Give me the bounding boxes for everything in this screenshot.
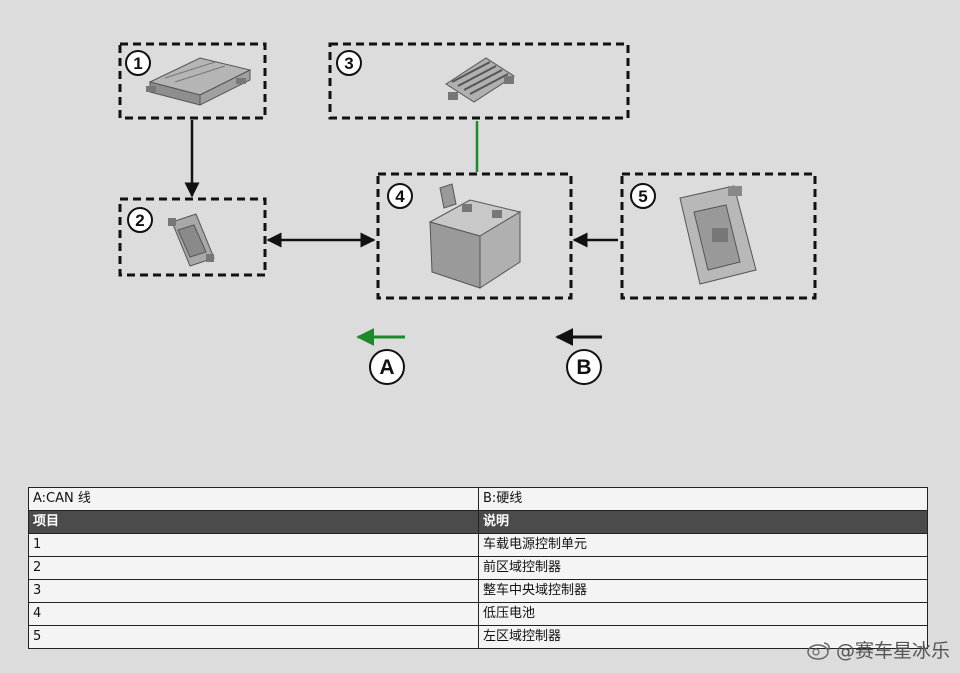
power-control-unit-icon bbox=[146, 57, 252, 106]
table-row: 3 整车中央域控制器 bbox=[28, 579, 928, 603]
node-2-number: 2 bbox=[135, 211, 144, 230]
node-5: 5 bbox=[620, 172, 817, 300]
node-2-box bbox=[118, 197, 267, 277]
node-2-number-badge bbox=[127, 207, 153, 233]
watermark: @赛车星冰乐 bbox=[806, 636, 950, 663]
legend-a-badge bbox=[369, 349, 405, 385]
node-4: 4 bbox=[376, 172, 573, 300]
low-voltage-battery-icon bbox=[428, 183, 522, 289]
legend-a-description: A:CAN 线 bbox=[28, 487, 479, 511]
legend-a-label: A bbox=[379, 356, 394, 379]
table-row: 5 左区域控制器 bbox=[28, 625, 928, 649]
legend-can-line: A bbox=[356, 328, 405, 385]
table-row: 2 前区域控制器 bbox=[28, 556, 928, 580]
table-row: 4 低压电池 bbox=[28, 602, 928, 626]
legend-b-label: B bbox=[576, 356, 591, 379]
node-3-box bbox=[328, 42, 630, 120]
legend-b-description: B:硬线 bbox=[478, 487, 928, 511]
node-1-number: 1 bbox=[133, 54, 142, 73]
node-1: 1 bbox=[118, 42, 267, 120]
node-2: 2 bbox=[118, 197, 267, 277]
node-1-box bbox=[118, 42, 267, 120]
table-cell-item: 2 bbox=[28, 556, 479, 580]
legend-table: A:CAN 线 B:硬线 项目 说明 1 车载电源控制单元 2 前区域控制器 3… bbox=[28, 487, 928, 649]
column-header-item: 项目 bbox=[28, 510, 479, 534]
node-3-number-badge bbox=[336, 50, 362, 76]
node-5-box bbox=[620, 172, 817, 300]
watermark-text: @赛车星冰乐 bbox=[835, 640, 950, 662]
legend-hard-line: B bbox=[555, 328, 602, 385]
table-cell-description: 左区域控制器 bbox=[478, 625, 928, 649]
table-cell-item: 3 bbox=[28, 579, 479, 603]
table-cell-description: 车载电源控制单元 bbox=[478, 533, 928, 557]
table-cell-description: 低压电池 bbox=[478, 602, 928, 626]
left-zone-controller-icon bbox=[679, 185, 757, 285]
wiring-diagram: 1 2 3 bbox=[118, 42, 817, 385]
legend-b-badge bbox=[566, 349, 602, 385]
node-4-number: 4 bbox=[395, 187, 405, 206]
node-5-number-badge bbox=[630, 183, 656, 209]
table-cell-description: 整车中央域控制器 bbox=[478, 579, 928, 603]
central-domain-controller-icon bbox=[445, 57, 515, 103]
table-cell-item: 1 bbox=[28, 533, 479, 557]
column-header-description: 说明 bbox=[478, 510, 928, 534]
table-cell-item: 5 bbox=[28, 625, 479, 649]
table-legend-row: A:CAN 线 B:硬线 bbox=[28, 487, 928, 511]
table-cell-description: 前区域控制器 bbox=[478, 556, 928, 580]
node-3: 3 bbox=[328, 42, 630, 120]
table-header-row: 项目 说明 bbox=[28, 510, 928, 534]
table-row: 1 车载电源控制单元 bbox=[28, 533, 928, 557]
table-cell-item: 4 bbox=[28, 602, 479, 626]
node-4-box bbox=[376, 172, 573, 300]
node-1-number-badge bbox=[125, 50, 151, 76]
node-3-number: 3 bbox=[344, 54, 353, 73]
front-zone-controller-icon bbox=[168, 213, 215, 267]
node-5-number: 5 bbox=[638, 187, 647, 206]
weibo-logo-icon bbox=[807, 641, 830, 660]
node-4-number-badge bbox=[387, 183, 413, 209]
